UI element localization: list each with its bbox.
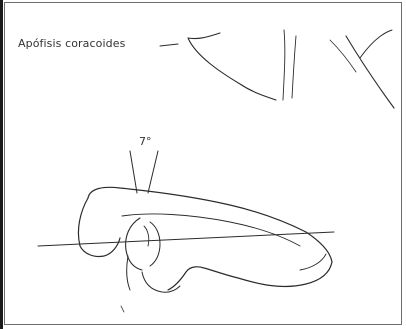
base-lower-stem [127,256,180,292]
coracoid-vertical-lines [283,30,296,100]
coracoid-outline [188,33,276,100]
angle-line-right [148,151,158,193]
base-small-hook [144,226,149,246]
coracoid-body-outline [88,187,332,290]
base-loop-outer [126,218,142,270]
coracoid-lower-edge [78,198,120,257]
label-leader-line [160,44,178,46]
angle-label: 7° [139,135,152,148]
coracoid-process-label: Apófisis coracoides [18,37,125,50]
coracoid-tip-ridge [300,254,326,270]
clavicle-stroke [346,36,394,108]
base-bottom-tick [121,306,124,312]
acromion-curve [360,30,392,58]
angle-line-left [130,151,137,193]
reference-horizontal-line [38,232,334,246]
base-loop-inner [150,222,160,266]
acromion-lower-line [330,40,356,72]
